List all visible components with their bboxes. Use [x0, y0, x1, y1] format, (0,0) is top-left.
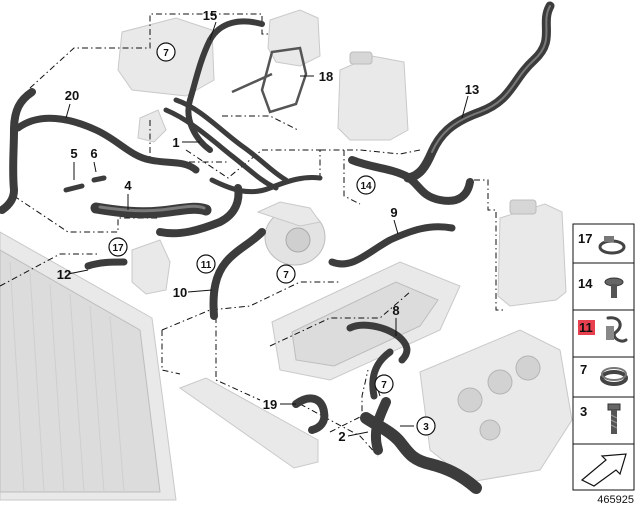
svg-text:7: 7 [580, 362, 587, 377]
svg-text:14: 14 [360, 181, 372, 192]
callout-4: 4 [124, 178, 132, 193]
legend-item-3[interactable]: 3 [580, 403, 621, 434]
leader-lines [65, 21, 469, 437]
reservoir-ghost [337, 51, 409, 141]
spring-clip-icon [606, 316, 628, 343]
hose-10 [209, 228, 266, 320]
callout-20: 20 [65, 88, 79, 103]
callout-15: 12 [57, 267, 71, 282]
callout-2: 2 [338, 429, 345, 444]
reference-number: 465925 [597, 494, 634, 506]
expansion-tank-ghost [497, 199, 567, 307]
legend-item-7[interactable]: 7 [580, 362, 628, 386]
legend-item-11[interactable]: 11 [578, 316, 628, 343]
legend-highlight [578, 320, 595, 335]
hose-19-bracket [231, 46, 308, 114]
parts-legend: 17 14 11 7 [572, 223, 635, 491]
hose-clamp-icon [598, 236, 626, 255]
radiator-ghost [0, 231, 177, 501]
hose-15-thermostat [84, 258, 128, 270]
circled-3: 3 [416, 416, 436, 436]
hose-20 [0, 88, 200, 214]
circled-14: 14 [356, 175, 376, 195]
cylinder-head-ghost [271, 261, 461, 381]
hose-13 [403, 1, 555, 183]
callout-12: 19 [263, 397, 277, 412]
lower-rail-ghost [178, 377, 319, 469]
callout-10: 10 [173, 285, 187, 300]
circled-11: 11 [196, 254, 216, 274]
callout-6: 6 [90, 146, 97, 161]
hose-1-bundle [163, 97, 323, 195]
callout-5: 5 [70, 146, 77, 161]
hose-18 [185, 18, 265, 153]
engine-block-ghost [419, 329, 573, 483]
svg-text:17: 17 [578, 231, 592, 246]
sensor-5-6 [63, 175, 107, 193]
callout-9: 9 [390, 205, 397, 220]
hose-2 [360, 397, 482, 494]
svg-text:11: 11 [579, 320, 593, 335]
upper-reservoir-ghost [267, 9, 321, 67]
water-pump-ghost [256, 201, 326, 266]
svg-text:7: 7 [381, 380, 387, 391]
callout-18: 15 [203, 8, 217, 23]
hose-9 [328, 223, 456, 268]
circled-7-middle: 7 [276, 264, 296, 284]
circled-17: 17 [108, 237, 128, 257]
circled-callouts: 7 14 17 11 7 7 3 [108, 42, 436, 436]
legend-item-17[interactable]: 17 [578, 231, 626, 255]
legend-item-14[interactable]: 14 [578, 276, 624, 298]
callout-13: 13 [465, 82, 479, 97]
hose-4 [90, 202, 212, 219]
hose-14-branch [348, 156, 474, 205]
callout-19: 18 [319, 69, 333, 84]
assembly-lines [0, 13, 506, 457]
svg-text:7: 7 [283, 270, 289, 281]
sensor-bracket-ghost [137, 109, 167, 143]
svg-text:17: 17 [112, 243, 124, 254]
bolt-icon [607, 403, 621, 434]
hose-8 [346, 321, 411, 400]
screw-rivet-icon [604, 277, 624, 298]
circled-7-top: 7 [156, 42, 176, 62]
hose-4-lower [156, 184, 243, 238]
thermostat-ghost [131, 239, 171, 295]
callout-8: 8 [392, 303, 399, 318]
svg-text:11: 11 [201, 260, 212, 271]
svg-text:7: 7 [163, 48, 169, 59]
circled-7-lower: 7 [374, 374, 394, 394]
callout-labels: 15 18 13 20 1 5 6 4 9 12 10 8 19 2 [57, 8, 479, 444]
svg-text:14: 14 [578, 276, 593, 291]
hose-12 [292, 394, 329, 434]
svg-text:3: 3 [423, 422, 429, 433]
svg-text:3: 3 [580, 404, 587, 419]
next-page-arrow-icon[interactable] [580, 453, 627, 487]
callout-1: 1 [172, 135, 179, 150]
band-clamp-icon [600, 367, 628, 386]
